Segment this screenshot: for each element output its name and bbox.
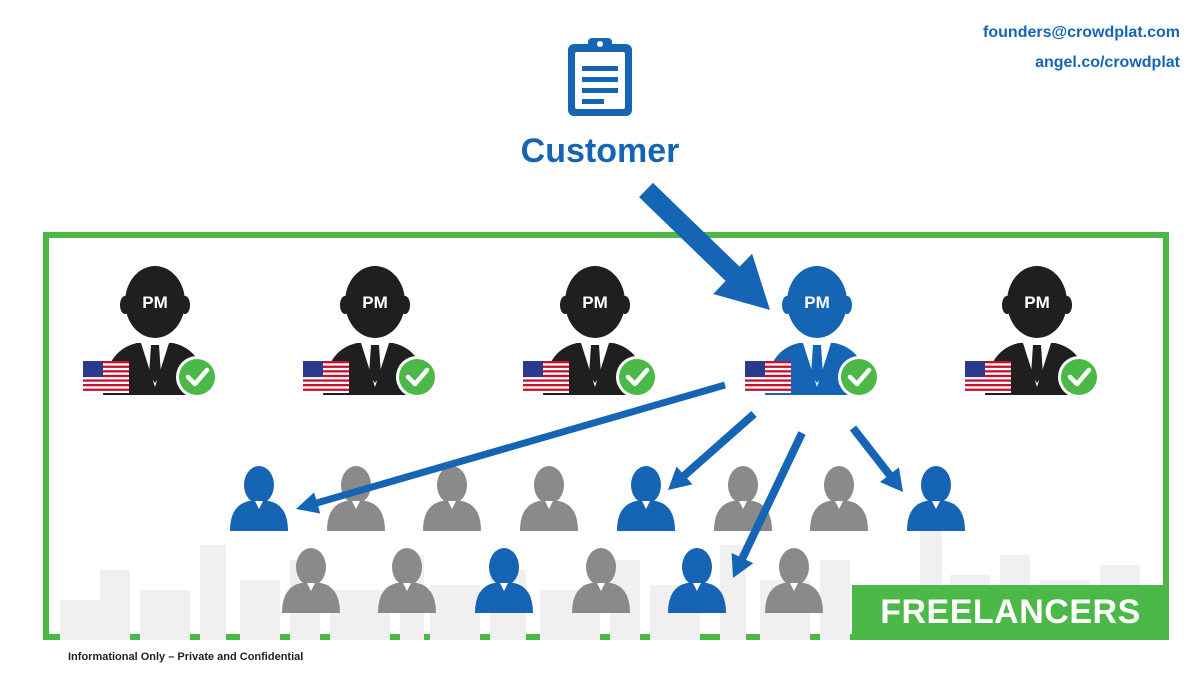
contact-angel-link[interactable]: angel.co/crowdplat	[1035, 54, 1180, 71]
freelancer-figure	[520, 466, 578, 531]
freelancer-figure	[572, 548, 630, 613]
freelancer-figure	[475, 548, 533, 613]
us-flag-icon	[83, 361, 129, 393]
pm-badge-text: PM	[362, 293, 388, 312]
arrow	[639, 182, 770, 310]
freelancer-figure	[907, 466, 965, 531]
check-circle-icon	[396, 356, 438, 398]
freelancer-figure	[230, 466, 288, 531]
freelancer-figure	[617, 466, 675, 531]
freelancer-figure	[378, 548, 436, 613]
customer-label: Customer	[520, 132, 680, 170]
pm-badge-text: PM	[1024, 293, 1050, 312]
freelancer-platform-frame	[43, 232, 1169, 640]
freelancer-figure	[423, 466, 481, 531]
us-flag-icon	[965, 361, 1011, 393]
us-flag-icon	[303, 361, 349, 393]
arrow	[296, 381, 726, 514]
pm-figure: PM	[745, 266, 880, 398]
freelancer-figure	[765, 548, 823, 613]
freelancer-pool	[230, 466, 965, 613]
freelancers-label: FREELANCERS	[852, 585, 1169, 640]
freelancer-figure	[810, 466, 868, 531]
arrow	[731, 431, 806, 578]
us-flag-icon	[745, 361, 791, 393]
check-circle-icon	[616, 356, 658, 398]
us-flag-icon	[523, 361, 569, 393]
arrow	[849, 425, 903, 492]
assignment-arrows	[296, 182, 903, 578]
check-circle-icon	[1058, 356, 1100, 398]
pm-badge-text: PM	[582, 293, 608, 312]
pm-figure: PM	[303, 266, 438, 398]
footer-disclaimer: Informational Only – Private and Confide…	[68, 651, 304, 663]
check-circle-icon	[838, 356, 880, 398]
project-managers: PM PM PM PM PM	[83, 266, 1100, 398]
pm-figure: PM	[523, 266, 658, 398]
pm-figure: PM	[83, 266, 218, 398]
pm-badge-text: PM	[804, 293, 830, 312]
pm-figure: PM	[965, 266, 1100, 398]
clipboard-icon	[568, 38, 632, 116]
freelancer-figure	[668, 548, 726, 613]
pm-badge-text: PM	[142, 293, 168, 312]
arrow	[668, 411, 757, 490]
check-circle-icon	[176, 356, 218, 398]
freelancer-figure	[282, 548, 340, 613]
contact-email[interactable]: founders@crowdplat.com	[983, 24, 1180, 41]
